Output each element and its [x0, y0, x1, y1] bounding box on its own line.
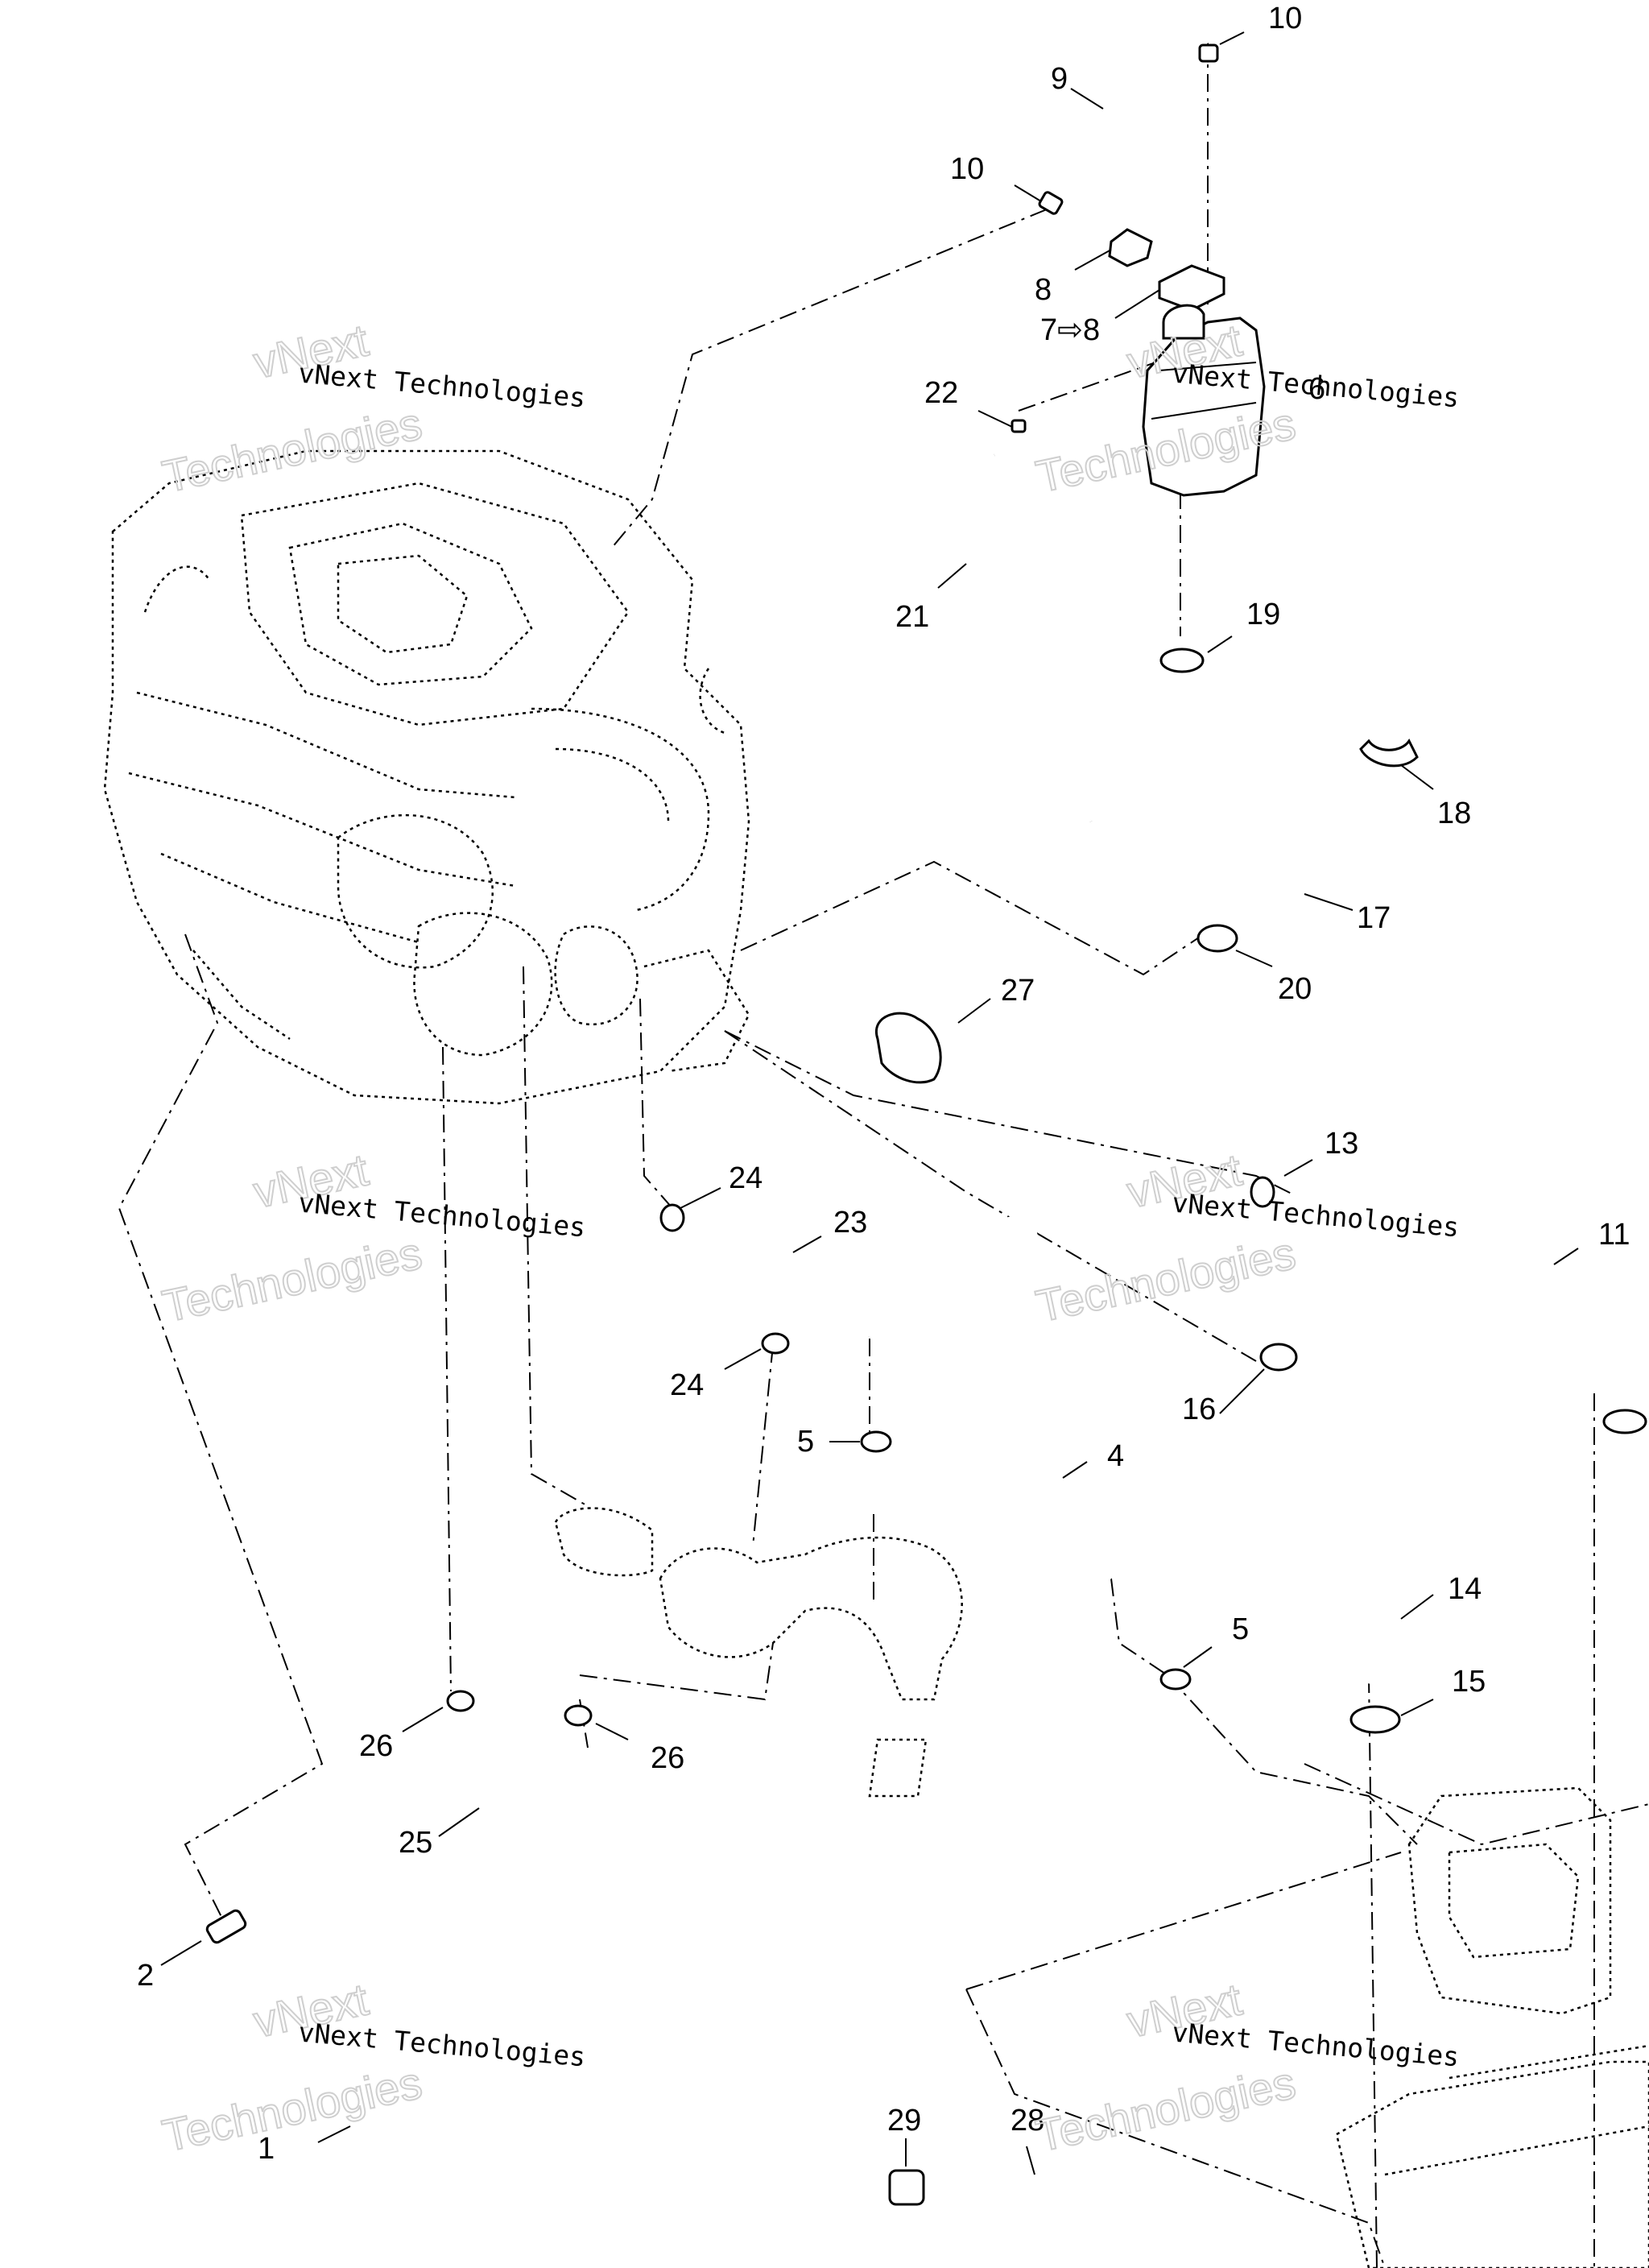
callout-28: 28	[1010, 2104, 1044, 2138]
svg-text:Technologies: Technologies	[158, 398, 426, 503]
svg-text:Technologies: Technologies	[1031, 1227, 1300, 1332]
clamp-19	[1159, 648, 1205, 673]
watermark-mid-left: vNext Technologies vNext Technologies	[157, 1143, 587, 1332]
leader-lines	[160, 31, 1579, 2175]
callout-16: 16	[1182, 1393, 1216, 1426]
watermark-top-left: vNext Technologies vNext Technologies	[157, 313, 587, 503]
callout-2: 2	[137, 1959, 154, 1993]
clamp-5-upper	[860, 1430, 892, 1453]
hose-11	[1282, 1194, 1637, 1384]
clamp-24-upper	[659, 1203, 685, 1232]
clamp-24-lower	[761, 1332, 790, 1355]
hose-28	[950, 2171, 1119, 2227]
svg-text:vNext Technologies: vNext Technologies	[297, 2016, 587, 2072]
svg-text:vNext Technologies: vNext Technologies	[297, 357, 587, 413]
watermark-mid-right: vNext Technologies vNext Technologies	[1031, 1143, 1461, 1332]
svg-text:Technologies: Technologies	[158, 1227, 426, 1332]
clamp-10-left	[1038, 191, 1064, 215]
callout-27: 27	[1001, 974, 1035, 1008]
engine-assembly	[103, 449, 750, 1105]
hose-4	[861, 1215, 1118, 1586]
hose-21	[965, 452, 1114, 822]
clamp-20	[1196, 924, 1238, 953]
callout-13: 13	[1325, 1127, 1358, 1161]
gasket-8	[1108, 228, 1153, 267]
callout-18: 18	[1437, 797, 1471, 830]
watermark-bottom-left: vNext Technologies vNext Technologies	[157, 1972, 587, 2162]
hose-23	[689, 1221, 800, 1300]
callout-9: 9	[1051, 62, 1068, 96]
reservoir-6	[1142, 304, 1266, 497]
callout-5-upper: 5	[797, 1425, 814, 1459]
callout-25: 25	[399, 1826, 432, 1860]
callout-24-lower: 24	[670, 1368, 704, 1402]
callout-22: 22	[924, 376, 958, 410]
watermark-bottom-right: vNext Technologies vNext Technologies	[1031, 1972, 1461, 2162]
svg-text:Technologies: Technologies	[1031, 2057, 1300, 2162]
callout-10-left: 10	[950, 152, 984, 186]
svg-text:vNext Technologies: vNext Technologies	[1171, 2016, 1461, 2072]
callout-5-lower: 5	[1232, 1612, 1249, 1646]
callout-14: 14	[1448, 1572, 1482, 1606]
clamp-22	[1010, 419, 1027, 433]
callout-21: 21	[895, 600, 929, 634]
hose-9	[1071, 6, 1212, 193]
callout-labels: 1 2 4 5 5 6 7⇨8 8 9 10 10 11 13 14 15 16…	[137, 2, 1630, 2166]
callout-4: 4	[1107, 1439, 1124, 1473]
hose-25	[454, 1744, 599, 1816]
callout-1: 1	[258, 2132, 275, 2166]
callout-15: 15	[1452, 1665, 1486, 1699]
sleeve-29	[888, 2169, 925, 2206]
callout-11: 11	[1598, 1218, 1630, 1252]
clip-18	[1359, 739, 1419, 768]
clamp-16	[1259, 1343, 1298, 1372]
hose-17	[1160, 710, 1345, 925]
callout-19: 19	[1246, 598, 1280, 631]
clamp-26-right	[564, 1704, 593, 1727]
callout-26-left: 26	[359, 1729, 393, 1763]
clamp-12	[1602, 1409, 1647, 1434]
callout-23: 23	[833, 1206, 867, 1240]
callout-17: 17	[1357, 901, 1391, 935]
callout-29: 29	[887, 2104, 921, 2138]
callout-10-top: 10	[1268, 2, 1302, 35]
callout-6: 6	[1308, 372, 1325, 406]
callout-20: 20	[1278, 972, 1312, 1006]
clamp-15	[1349, 1705, 1401, 1734]
gasket-27	[874, 1012, 942, 1084]
callout-7-8: 7⇨8	[1040, 313, 1100, 347]
cap-8	[1158, 264, 1225, 312]
callout-26-right: 26	[651, 1741, 684, 1775]
clamp-13	[1250, 1176, 1275, 1208]
intercooler-housing	[1335, 1786, 1649, 2268]
exhaust-elbow	[554, 1507, 963, 1798]
callout-8: 8	[1035, 273, 1052, 307]
hose-1	[236, 1960, 948, 2268]
clamp-26-left	[446, 1690, 475, 1712]
clamp-5-lower	[1159, 1668, 1192, 1691]
svg-text:vNext Technologies: vNext Technologies	[1171, 1186, 1461, 1243]
hose-14	[1304, 1368, 1581, 1684]
fitting-2	[205, 1909, 247, 1944]
clamp-10-top	[1198, 43, 1219, 63]
svg-text:vNext Technologies: vNext Technologies	[297, 1186, 587, 1243]
callout-24-upper: 24	[729, 1161, 763, 1195]
